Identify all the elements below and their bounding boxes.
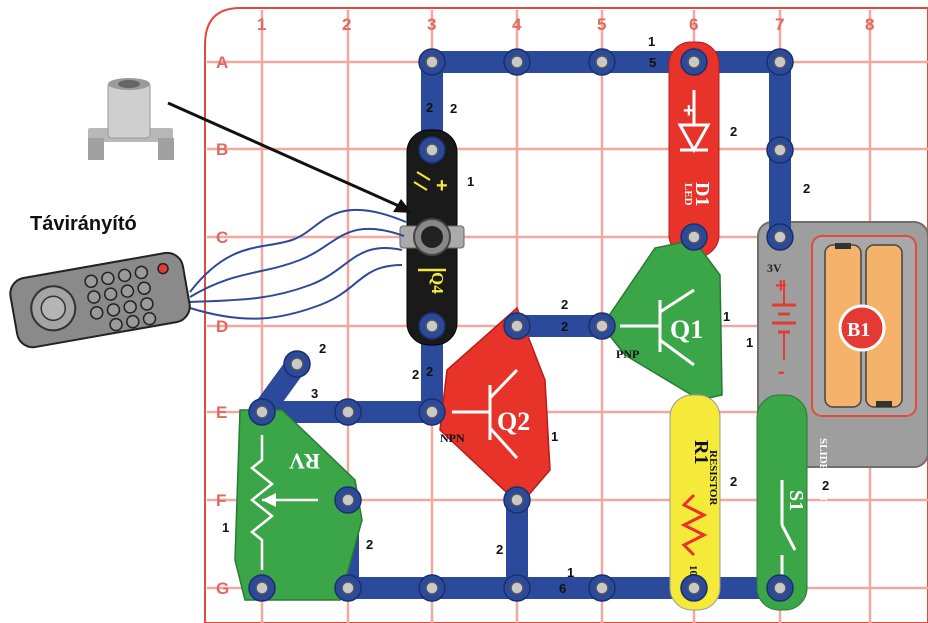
row-label: G	[216, 579, 229, 598]
d1-plus: +	[683, 100, 695, 122]
column-labels: 1 2 3 4 5 6 7 8	[257, 15, 874, 34]
b1-voltage: 3V	[767, 261, 782, 275]
wire-label: 2	[366, 537, 373, 552]
q2-label: Q2	[497, 407, 530, 436]
wire-label: 6	[559, 581, 566, 596]
wire-label: 1	[467, 174, 474, 189]
snap-stud	[425, 319, 439, 333]
wire-label: 1	[222, 520, 229, 535]
b1-minus: -	[778, 361, 785, 383]
snap-stud	[341, 581, 355, 595]
row-label: B	[216, 140, 228, 159]
snap-stud	[773, 581, 787, 595]
r1-sub: RESISTOR	[707, 450, 719, 506]
snap-stud	[687, 55, 701, 69]
snap-stud	[255, 581, 269, 595]
snap-stud	[341, 405, 355, 419]
q1-label: Q1	[670, 315, 703, 344]
snap-stud	[255, 405, 269, 419]
snap-stud	[687, 581, 701, 595]
q4-plus: +	[436, 175, 448, 197]
snap-stud	[510, 319, 524, 333]
transistor-q1: Q1 PNP	[601, 239, 723, 401]
wire-label: 2	[426, 100, 433, 115]
snap-stud	[510, 581, 524, 595]
column-label: 8	[865, 15, 874, 34]
wire-label: 2	[561, 319, 568, 334]
r1-label: R1	[690, 440, 712, 464]
wire-label: 2	[412, 367, 419, 382]
row-label: A	[216, 53, 228, 72]
snap-stud	[510, 55, 524, 69]
wire-label: 2	[803, 181, 810, 196]
snap-stud	[595, 55, 609, 69]
column-label: 7	[775, 15, 784, 34]
snap-stud	[773, 230, 787, 244]
column-label: 2	[342, 15, 351, 34]
wire-label: 2	[561, 297, 568, 312]
snap-stud	[425, 143, 439, 157]
wire-label: 2	[730, 124, 737, 139]
wire-label: 2	[822, 478, 829, 493]
wire-label: 3	[311, 386, 318, 401]
phototransistor-icon	[88, 78, 174, 160]
wire-label: 2	[730, 474, 737, 489]
rv-label: RV	[289, 449, 320, 474]
b1-plus: +	[775, 275, 787, 297]
row-label: F	[216, 491, 226, 510]
b1-label: B1	[847, 319, 870, 341]
potentiometer-rv: RV	[234, 409, 363, 601]
switch-s1: S1 SLIDE SWITCH	[756, 394, 829, 611]
d1-label: D1	[691, 182, 713, 206]
snap-stud	[425, 405, 439, 419]
wire-label: 1	[648, 34, 655, 49]
column-label: 4	[512, 15, 522, 34]
wire-label: 1	[551, 429, 558, 444]
column-label: 1	[257, 15, 266, 34]
d1-sub: LED	[682, 183, 694, 206]
column-label: 3	[427, 15, 436, 34]
column-label: 6	[689, 15, 698, 34]
wire-label: 5	[649, 55, 656, 70]
snap-stud	[341, 493, 355, 507]
column-label: 5	[597, 15, 606, 34]
ir-waves	[189, 208, 407, 320]
row-label: D	[216, 317, 228, 336]
wire-label: 1	[567, 565, 574, 580]
row-label: C	[216, 228, 228, 247]
wire-labels: 1 5 2 2 1 2 2 2 2 1 1 2 2 2 3 1 2 2 1 2 …	[222, 34, 829, 596]
wire-label: 2	[426, 364, 433, 379]
snap-terminals	[248, 48, 794, 602]
row-label: E	[216, 403, 227, 422]
s1-label: S1	[785, 490, 807, 511]
snap-stud	[773, 143, 787, 157]
row-labels: A B C D E F G	[216, 53, 229, 598]
resistor-r1: R1 RESISTOR 100Ω	[669, 394, 721, 611]
wire-label: 1	[746, 335, 753, 350]
wire-label: 2	[319, 341, 326, 356]
remote-control	[9, 251, 191, 349]
snap-stud	[425, 55, 439, 69]
snap-stud	[773, 55, 787, 69]
snap-stud	[425, 581, 439, 595]
snap-stud	[290, 357, 304, 371]
wire-label: 2	[450, 101, 457, 116]
s1-sub: SLIDE SWITCH	[817, 438, 829, 519]
snap-stud	[595, 581, 609, 595]
remote-control-label: Távirányító	[30, 213, 137, 235]
transistor-q2: Q2 NPN	[439, 306, 551, 507]
snap-stud	[687, 230, 701, 244]
wire-label: 2	[496, 542, 503, 557]
q2-type: NPN	[440, 431, 465, 445]
q4-label: Q4	[428, 272, 447, 294]
pointer-arrow	[167, 101, 409, 212]
snap-stud	[595, 319, 609, 333]
sensor-cap	[399, 218, 465, 256]
snap-stud	[510, 493, 524, 507]
led-d1: + D1 LED	[668, 41, 720, 258]
wire-label: 1	[723, 309, 730, 324]
q1-type: PNP	[616, 347, 639, 361]
